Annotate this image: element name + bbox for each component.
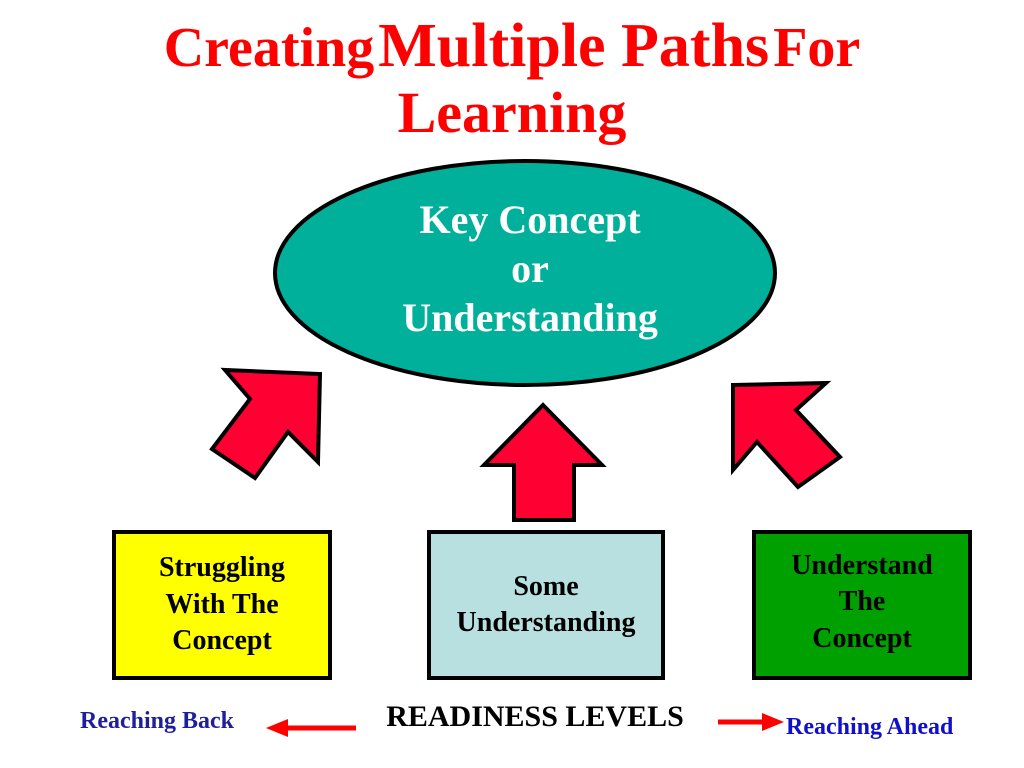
readiness-levels-label: READINESS LEVELS [386,700,684,733]
up-arrow-icon [479,402,607,522]
reaching-back-arrow-icon [266,719,288,737]
title-part-multiple-paths: Multiple Paths [378,12,770,80]
some-understanding-line-2: Understanding [456,607,636,638]
key-concept-line-1: Key Concept [419,197,641,242]
struggling-line-2: With The [165,588,279,620]
struggling-line-1: Struggling [158,552,286,584]
struggling-box: Struggling With The Concept [112,530,332,680]
understand-box: Understand The Concept [752,530,972,680]
title-part-learning: Learning [397,80,627,146]
understand-box-fill [752,530,972,680]
reaching-back-label: Reaching Back [80,708,235,734]
struggling-box-fill [112,530,332,680]
key-concept-line-2: or [511,245,549,291]
struggling-line-3: Concept [172,625,272,657]
some-understanding-line-1: Some [513,570,579,602]
understand-line-3: Concept [812,622,912,654]
reaching-ahead-label: Reaching Ahead [786,714,954,740]
key-concept-label: Key Concept or Understanding [360,196,700,342]
key-concept-ellipse [273,159,777,387]
key-concept-line-3: Understanding [402,294,658,340]
page-title: Creating Multiple Paths For Learning [0,12,1024,146]
title-part-creating: Creating [163,17,375,79]
some-understanding-box: Some Understanding [427,530,665,680]
some-understanding-box-fill [427,530,665,680]
understand-line-2: The [838,586,886,618]
reaching-ahead-arrow-icon [762,713,784,731]
up-right-arrow-icon [209,367,323,481]
up-left-arrow-icon [731,380,844,490]
understand-line-1: Understand [791,550,933,581]
title-part-for: For [773,17,861,79]
